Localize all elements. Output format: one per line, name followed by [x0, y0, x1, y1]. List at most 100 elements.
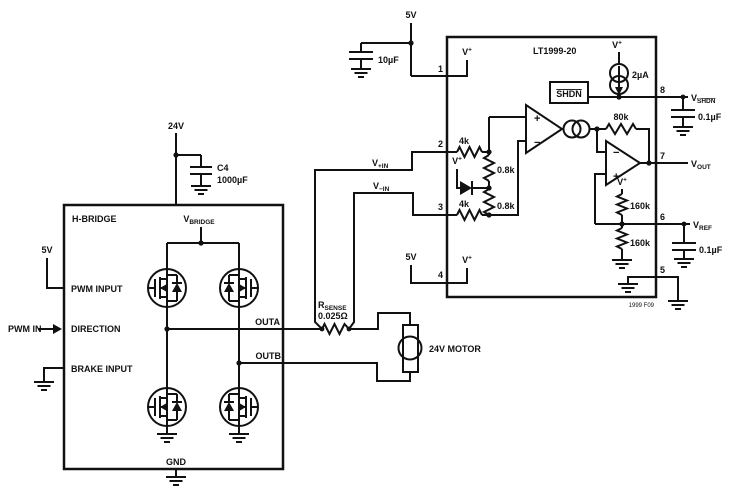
r160k-top-value: 160k — [630, 201, 651, 211]
motor-label: 24V MOTOR — [429, 344, 481, 354]
v-in-minus-label: V−IN — [373, 181, 390, 193]
h-bridge-internal-wires — [166, 227, 240, 477]
pin-5: 5 — [660, 265, 665, 275]
h-bridge-title: H-BRIDGE — [72, 214, 117, 224]
c4-name: C4 — [217, 163, 229, 173]
shdn-block-label: SHDN — [556, 89, 582, 99]
opamp1-minus: − — [534, 137, 540, 149]
sense-tap-dot — [346, 326, 352, 332]
vplus-label-pin1: V+ — [462, 47, 472, 58]
ground-symbol — [673, 258, 695, 268]
wire-pin5-external — [656, 276, 679, 301]
vplus-label-diode: V+ — [452, 156, 462, 167]
vref-cap-value: 0.1µF — [699, 245, 723, 255]
direction-label: DIRECTION — [71, 324, 121, 334]
mosfet-bottom-right — [219, 387, 259, 427]
supply-5v-top-label: 5V — [405, 10, 416, 20]
junction-dot — [619, 221, 625, 227]
pin-3: 3 — [438, 202, 443, 212]
ic-outline — [445, 35, 658, 299]
opamp2-minus: − — [613, 147, 619, 159]
current-mirror-symbol — [562, 119, 582, 139]
r08k-bottom-value: 0.8k — [497, 201, 516, 211]
vout-label: VOUT — [691, 159, 711, 171]
shdn-block-outline — [549, 81, 589, 104]
pwm-in-arrowhead — [53, 324, 62, 334]
outa-label: OUTA — [255, 317, 280, 327]
vref-label: VREF — [693, 220, 712, 232]
resistor-80k — [597, 122, 650, 163]
divider-chain — [481, 117, 497, 216]
motor-symbol — [397, 335, 423, 361]
ground-symbol — [33, 381, 55, 391]
pwm-input-label: PWM INPUT — [71, 284, 123, 294]
wire-sense-minus — [348, 192, 447, 330]
vplus-label-ref: V+ — [617, 177, 627, 188]
pin-7: 7 — [660, 151, 665, 161]
rsense-name: RSENSE — [318, 300, 347, 312]
pin4-5v-label: 5V — [405, 252, 416, 262]
r4k-bottom-value: 4k — [459, 199, 470, 209]
vshdn-cap-value: 0.1µF — [698, 112, 722, 122]
junction-dot — [198, 240, 204, 246]
vshdn-capacitor-symbol — [671, 109, 695, 118]
pin-2: 2 — [438, 139, 443, 149]
reference-divider — [595, 189, 656, 260]
ic-lt1999-20: LT1999-20 1999 F09 1 2 3 4 8 7 6 5 V+ V+… — [438, 35, 665, 309]
vplus-label-pin4: V+ — [462, 255, 472, 266]
bypass-capacitor-symbol — [349, 51, 373, 60]
opamp2-input-wires — [594, 129, 606, 224]
vbridge-label: VBRIDGE — [183, 214, 215, 226]
resistor-4k-bottom — [447, 207, 489, 223]
opamp2-symbol — [605, 139, 642, 187]
pin-4: 4 — [438, 270, 443, 280]
c4-value: 1000µF — [217, 175, 248, 185]
ground-symbol — [228, 433, 250, 443]
ground-symbol — [672, 126, 694, 136]
wire-outa-to-motor — [167, 312, 411, 337]
junction-dot — [486, 149, 492, 155]
diode-symbol — [460, 181, 472, 195]
wire-pwm-input — [46, 258, 64, 289]
gnd-label: GND — [166, 457, 187, 467]
ground-symbol — [667, 300, 689, 310]
opamp1-input-wires — [489, 116, 526, 216]
v-in-plus-label: V+IN — [372, 158, 389, 170]
mosfet-bottom-left — [147, 387, 187, 427]
vref-capacitor-symbol — [672, 242, 696, 251]
bias-current-value: 2µA — [632, 70, 649, 80]
r160k-bottom-value: 160k — [630, 238, 651, 248]
c4-capacitor-symbol — [190, 166, 212, 175]
r80k-value: 80k — [613, 112, 629, 122]
wire-vref — [656, 223, 690, 259]
ground-symbol — [156, 433, 178, 443]
ground-symbol — [190, 185, 212, 195]
ic-output-nets: VSHDN 0.1µF VOUT VREF 0.1µF — [656, 93, 723, 310]
wire-vplus-pins — [447, 60, 468, 284]
wire-outb-to-motor — [239, 362, 411, 382]
ground-symbol — [611, 259, 633, 269]
vplus-label-bias: V+ — [612, 40, 622, 51]
h-bridge-outline — [62, 203, 285, 471]
pin-8: 8 — [660, 85, 665, 95]
rsense-value: 0.025Ω — [318, 311, 348, 321]
r4k-top-value: 4k — [459, 136, 470, 146]
mosfet-top-left — [147, 268, 187, 308]
opamp1-symbol — [525, 103, 564, 155]
wire-sense-plus — [314, 151, 447, 330]
pin-6: 6 — [660, 212, 665, 222]
vshdn-label: VSHDN — [691, 93, 716, 105]
junction-dot — [681, 221, 687, 227]
junction-dot — [646, 160, 652, 166]
current-source-arrowhead — [615, 87, 623, 95]
wire-brake-input — [43, 367, 64, 382]
opamp1-plus: + — [534, 113, 540, 125]
brake-input-label: BRAKE INPUT — [71, 364, 133, 374]
logic-5v-label: 5V — [41, 245, 52, 255]
wire-pin4-feed — [410, 265, 447, 284]
motor-body — [402, 324, 419, 373]
wire-pin5-internal — [627, 276, 656, 284]
ic-part-number: LT1999-20 — [533, 46, 576, 56]
junction-dot — [408, 40, 414, 46]
